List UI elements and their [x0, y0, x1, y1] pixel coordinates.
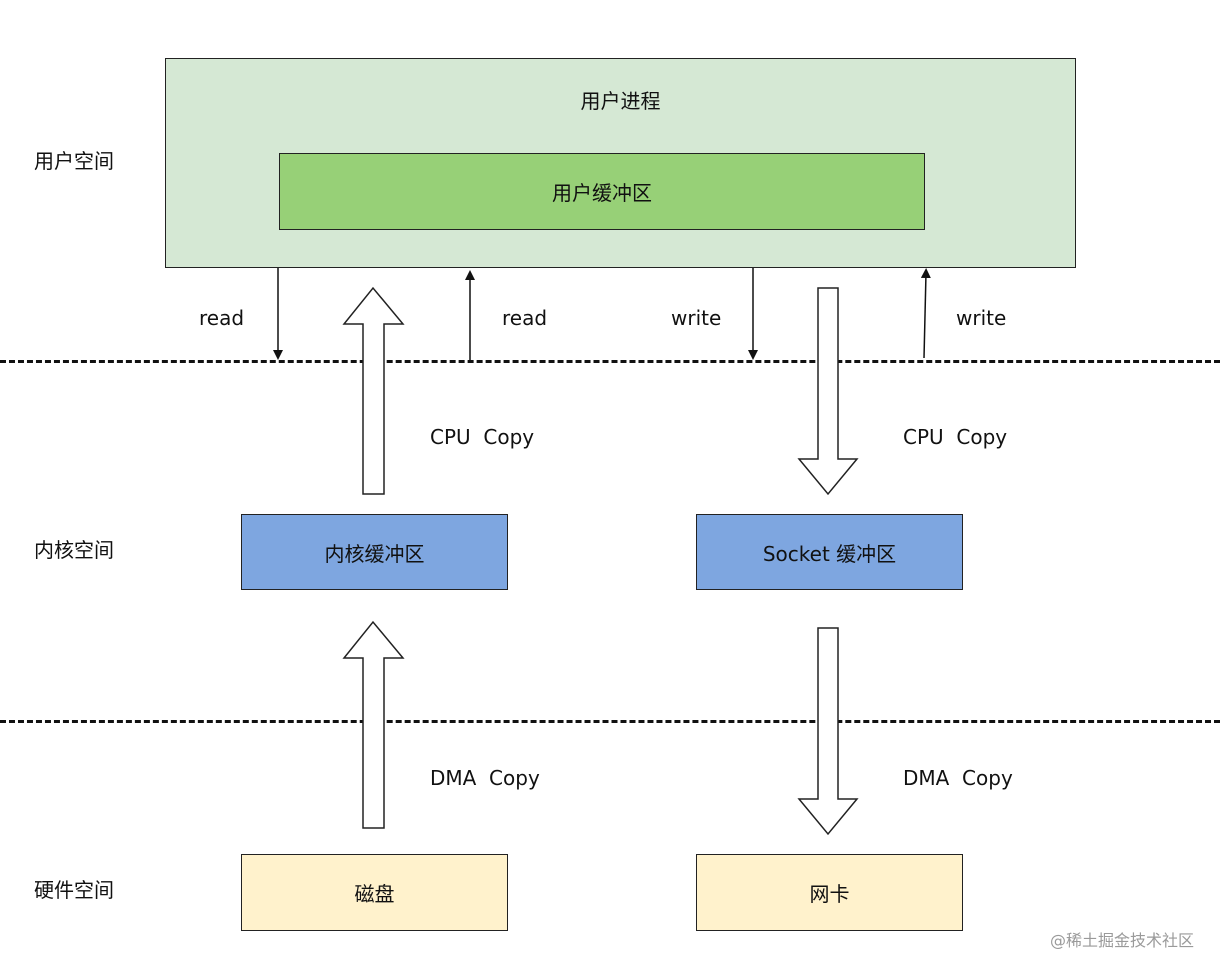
- write-return-arrow: [920, 268, 931, 359]
- disk-label: 磁盘: [354, 882, 395, 906]
- nic-box: 网卡: [696, 854, 963, 931]
- dma-copy-write-label: DMA Copy: [903, 766, 1013, 790]
- write-return-label: write: [956, 306, 1007, 330]
- cpu-copy-down-arrow: [797, 287, 859, 496]
- read-call-label: read: [199, 306, 245, 330]
- nic-label: 网卡: [809, 882, 850, 906]
- user-kernel-boundary: [0, 360, 1220, 363]
- kernel-hardware-boundary: [0, 720, 1220, 723]
- kernel-buffer-box: 内核缓冲区: [241, 514, 508, 590]
- cpu-copy-write-label: CPU Copy: [903, 425, 1008, 449]
- write-call-label: write: [671, 306, 722, 330]
- hardware-space-label: 硬件空间: [34, 878, 114, 902]
- user-space-label: 用户空间: [34, 149, 114, 173]
- user-process-label: 用户进程: [580, 89, 661, 113]
- socket-buffer-label: Socket 缓冲区: [762, 541, 897, 566]
- cpu-copy-up-arrow: [342, 286, 405, 495]
- source-watermark: @稀土掘金技术社区: [1049, 931, 1194, 950]
- disk-box: 磁盘: [241, 854, 508, 931]
- dma-copy-read-label: DMA Copy: [430, 766, 540, 790]
- dma-copy-down-arrow: [797, 627, 859, 836]
- kernel-space-label: 内核空间: [34, 538, 114, 562]
- user-buffer-label: 用户缓冲区: [552, 181, 652, 205]
- dma-copy-up-arrow: [342, 620, 405, 829]
- socket-buffer-box: Socket 缓冲区: [696, 514, 963, 590]
- read-return-label: read: [502, 306, 548, 330]
- user-buffer-box: 用户缓冲区: [279, 153, 925, 230]
- cpu-copy-read-label: CPU Copy: [430, 425, 535, 449]
- kernel-buffer-label: 内核缓冲区: [324, 541, 425, 566]
